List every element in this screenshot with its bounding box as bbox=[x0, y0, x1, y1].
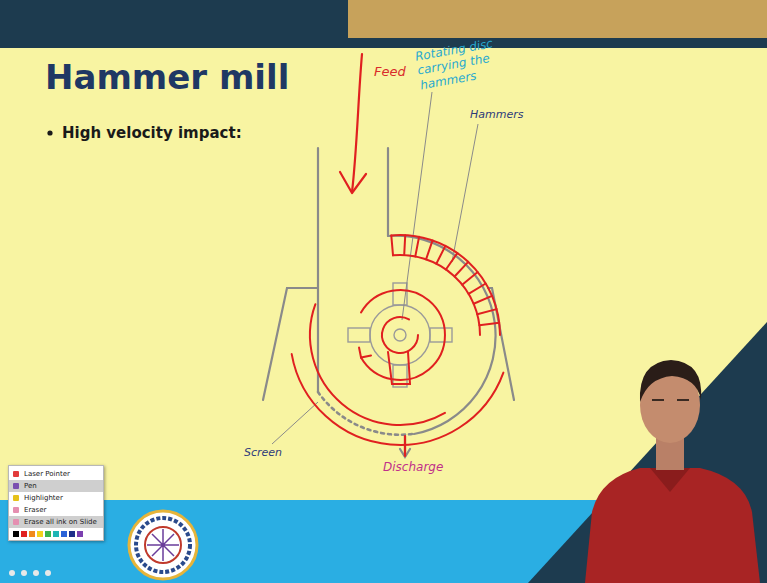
part-label: Hammers bbox=[470, 108, 523, 121]
collar bbox=[650, 468, 690, 492]
hammer-hatch bbox=[455, 262, 469, 277]
bullet-text: High velocity impact: bbox=[62, 124, 242, 142]
rotor bbox=[348, 283, 452, 387]
flow-arc bbox=[292, 354, 504, 445]
part-label: Rotating disc carrying the hammers bbox=[414, 29, 542, 93]
menu-item: Highlighter bbox=[9, 492, 103, 504]
palette-swatch bbox=[37, 531, 43, 537]
hammer-hatch bbox=[391, 235, 393, 255]
menu-item: Eraser bbox=[9, 504, 103, 516]
corner-band bbox=[528, 322, 767, 583]
hammer-hatch bbox=[446, 253, 457, 269]
part-label: Feed bbox=[374, 64, 406, 80]
palette-swatch bbox=[69, 531, 75, 537]
menu-text: Highlighter bbox=[24, 494, 63, 502]
menu-text: Eraser bbox=[24, 506, 46, 514]
eyes bbox=[652, 399, 689, 401]
menu-item: Pen bbox=[9, 480, 103, 492]
slide-title: Hammer mill bbox=[45, 57, 289, 97]
hammer-hatch bbox=[474, 296, 492, 304]
rotor-shaft bbox=[394, 329, 406, 341]
arrow-head bbox=[340, 172, 366, 193]
menu-icon bbox=[13, 483, 19, 489]
hopper-wall bbox=[387, 148, 389, 236]
leader-line bbox=[452, 124, 478, 262]
control-icon bbox=[45, 570, 51, 576]
slide-controls bbox=[9, 570, 51, 576]
flow-arc bbox=[310, 304, 445, 425]
menu-item: Laser Pointer bbox=[9, 468, 103, 480]
palette-swatch bbox=[13, 531, 19, 537]
control-icon bbox=[21, 570, 27, 576]
screen-arc bbox=[318, 392, 412, 435]
control-icon bbox=[9, 570, 15, 576]
hammer-hatch bbox=[477, 309, 496, 314]
rotation-arc bbox=[361, 290, 445, 380]
rotor-disc bbox=[370, 305, 430, 365]
menu-icon bbox=[13, 507, 19, 513]
hammer-symbol bbox=[430, 328, 452, 342]
presenter-figure bbox=[585, 360, 760, 583]
leader-lines bbox=[272, 92, 478, 444]
palette-swatch bbox=[61, 531, 67, 537]
hammer-arc bbox=[391, 235, 500, 335]
menu-text: Laser Pointer bbox=[24, 470, 70, 478]
shirt bbox=[585, 468, 760, 583]
hammer-hatch bbox=[426, 240, 433, 259]
palette-swatch bbox=[77, 531, 83, 537]
menu-icon bbox=[13, 519, 19, 525]
top-band bbox=[0, 0, 767, 48]
mill-housing bbox=[263, 148, 514, 457]
bullet-dot bbox=[47, 130, 52, 135]
pen-menu: Laser PointerPenHighlighterEraserErase a… bbox=[8, 465, 104, 541]
logo-ring bbox=[129, 511, 197, 579]
hammer-ink bbox=[388, 352, 410, 384]
part-label: Screen bbox=[244, 446, 282, 459]
hammer-hatch bbox=[462, 272, 478, 285]
ink-palette bbox=[9, 528, 103, 537]
casing-arc bbox=[388, 236, 496, 434]
hammer-hatch bbox=[415, 237, 419, 257]
menu-icon bbox=[13, 471, 19, 477]
palette-swatch bbox=[29, 531, 35, 537]
discharge-ink bbox=[404, 436, 406, 456]
leader-line bbox=[272, 402, 318, 444]
top-gold-band bbox=[348, 0, 767, 38]
logo-ring bbox=[145, 527, 181, 563]
frame-flange bbox=[488, 288, 514, 400]
hopper-wall bbox=[317, 148, 319, 392]
menu-item: Erase all ink on Slide bbox=[9, 516, 103, 528]
hair bbox=[640, 360, 701, 402]
menu-text: Pen bbox=[24, 482, 37, 490]
part-label: Discharge bbox=[383, 460, 443, 474]
ink-annotation bbox=[292, 235, 504, 445]
hammer-hatch bbox=[479, 323, 499, 325]
palette-swatch bbox=[53, 531, 59, 537]
institute-logo bbox=[129, 511, 197, 579]
control-icon bbox=[33, 570, 39, 576]
menu-text: Erase all ink on Slide bbox=[24, 518, 97, 526]
feed-arrow bbox=[352, 54, 362, 192]
logo-star bbox=[147, 529, 179, 561]
logo-ring bbox=[136, 518, 190, 572]
rotation-arc bbox=[382, 317, 418, 353]
palette-swatch bbox=[21, 531, 27, 537]
hammer-hatch bbox=[404, 235, 405, 255]
leader-line bbox=[402, 92, 432, 320]
hammer-symbol bbox=[348, 328, 370, 342]
hammer-hatch bbox=[436, 246, 445, 264]
palette-swatch bbox=[45, 531, 51, 537]
menu-icon bbox=[13, 495, 19, 501]
arrow-head bbox=[359, 348, 371, 358]
hammer-hatch bbox=[469, 283, 486, 293]
hammer-arc bbox=[393, 255, 480, 335]
